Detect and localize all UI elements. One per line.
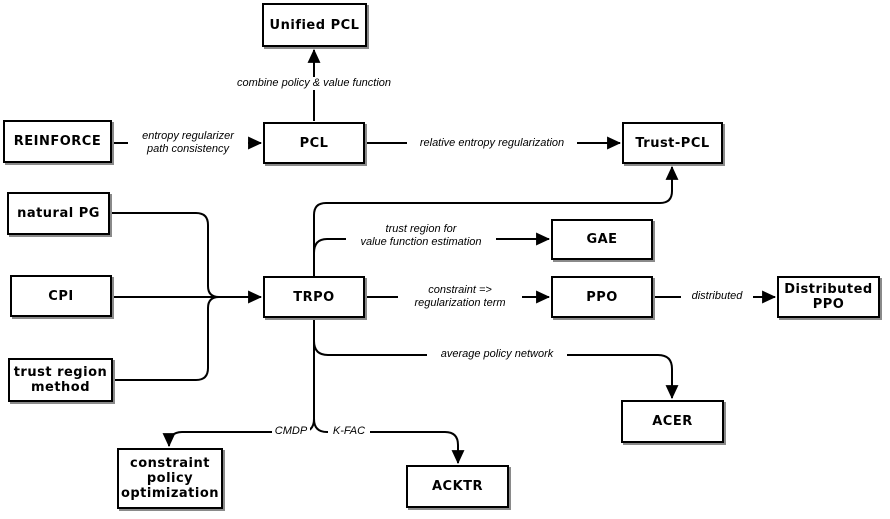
node-acktr: ACKTR bbox=[406, 465, 509, 508]
node-pcl: PCL bbox=[263, 122, 365, 164]
node-ppo: PPO bbox=[551, 276, 653, 318]
edge-label-kfac: K-FAC bbox=[328, 425, 370, 438]
edge-trpo-to-acktr bbox=[313, 418, 465, 465]
node-unified-pcl: Unified PCL bbox=[262, 3, 367, 47]
node-trpo: TRPO bbox=[263, 276, 365, 318]
edge-label-average-policy-network: average policy network bbox=[427, 348, 567, 361]
node-distributed-ppo: Distributed PPO bbox=[777, 276, 880, 318]
edge-label-cmdp: CMDP bbox=[272, 425, 310, 438]
node-constraint-policy-optimization: constraint policy optimization bbox=[117, 448, 223, 509]
edge-label-relative-entropy-regularization: relative entropy regularization bbox=[407, 137, 577, 150]
edge-label-constraint-regularization-term: constraint =>regularization term bbox=[398, 284, 522, 310]
node-cpi: CPI bbox=[10, 275, 112, 317]
node-acer: ACER bbox=[621, 400, 724, 443]
node-gae: GAE bbox=[551, 219, 653, 260]
edge-trpo-to-gae bbox=[313, 232, 551, 254]
node-trust-region-method: trust region method bbox=[8, 358, 113, 402]
edge-label-combine-policy-value: combine policy & value function bbox=[229, 77, 399, 90]
node-natural-pg: natural PG bbox=[7, 192, 110, 235]
edge-trust-region-method-to-merge bbox=[113, 296, 220, 381]
edge-natural-pg-to-merge bbox=[110, 212, 220, 298]
node-trust-pcl: Trust-PCL bbox=[622, 122, 723, 164]
edge-trpo-to-trust-pcl bbox=[313, 165, 679, 276]
node-reinforce: REINFORCE bbox=[3, 120, 112, 163]
edge-label-distributed: distributed bbox=[681, 290, 753, 303]
